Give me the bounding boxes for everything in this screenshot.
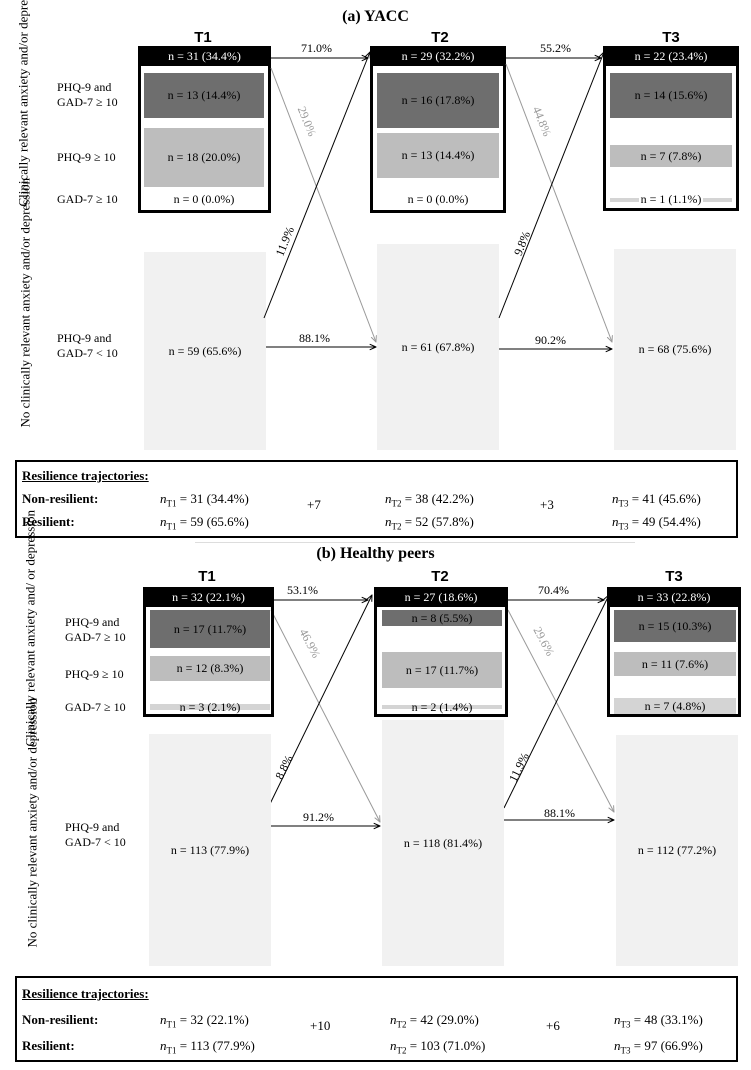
panel-separator xyxy=(195,542,635,543)
panel-a-pct-t2t3-top: 55.2% xyxy=(540,41,571,55)
panel-a-col-t2: T2 xyxy=(431,29,449,46)
panel-a-res-t3: nT3 = 49 (54.4%) xyxy=(612,514,701,532)
panel-b-t1-none-box: n = 113 (77.9%) xyxy=(149,734,271,966)
panel-a-col-t3: T3 xyxy=(662,29,680,46)
panel-a-arrow-t2t3-down xyxy=(505,63,612,342)
panel-a-t3-both-box: n = 14 (15.6%) xyxy=(610,73,732,118)
panel-b-arrow-t2t3-down xyxy=(507,609,614,812)
panel-a-t3-phq-box: n = 7 (7.8%) xyxy=(610,145,732,167)
panel-a-t2-gad-box: n = 0 (0.0%) xyxy=(407,192,469,206)
panel-a-t2-none-box: n = 61 (67.8%) xyxy=(377,244,499,450)
panel-b-t1-clinical-total: n = 32 (22.1%) xyxy=(143,587,274,607)
panel-b-t2-clinical-total: n = 27 (18.6%) xyxy=(374,587,508,607)
panel-a-delta-12: +7 xyxy=(307,497,321,512)
panel-a-res-t1: nT1 = 59 (65.6%) xyxy=(160,514,249,532)
panel-b-res-t3: nT3 = 97 (66.9%) xyxy=(614,1038,703,1056)
panel-b-resilience-title: Resilience trajectories: xyxy=(22,986,149,1001)
panel-b-row-phq-label: PHQ-9 ≥ 10 xyxy=(65,667,124,681)
panel-a-t3-clinical-total: n = 22 (23.4%) xyxy=(603,46,739,66)
panel-a-arrow-t1t2-down xyxy=(270,67,376,342)
panel-a-row-both-label: PHQ-9 and GAD-7 ≥ 10 xyxy=(57,80,118,109)
panel-b-pct-t1t2-bottom: 91.2% xyxy=(303,810,334,824)
panel-a-t2-clinical-total: n = 29 (32.2%) xyxy=(370,46,506,66)
panel-b-t2-none-box: n = 118 (81.4%) xyxy=(382,720,504,966)
panel-b-t2-phq-box: n = 17 (11.7%) xyxy=(382,652,502,688)
panel-a-t1-gad-box: n = 0 (0.0%) xyxy=(173,192,235,206)
panel-b-delta-23: +6 xyxy=(546,1018,560,1033)
panel-b-pct-t1t2-top: 53.1% xyxy=(287,583,318,597)
panel-b-t3-both-box: n = 15 (10.3%) xyxy=(614,610,736,642)
panel-b-row-both-label: PHQ-9 and GAD-7 ≥ 10 xyxy=(65,615,126,644)
panel-b-t3-gad-box: n = 7 (4.8%) xyxy=(614,698,736,714)
panel-b-pct-t2t3-top: 70.4% xyxy=(538,583,569,597)
panel-b-res-t1: nT1 = 113 (77.9%) xyxy=(160,1038,255,1056)
panel-b-t3-clinical-total: n = 33 (22.8%) xyxy=(607,587,741,607)
panel-a-nonres-t3: nT3 = 41 (45.6%) xyxy=(612,491,701,509)
panel-a-resilience-box xyxy=(15,460,738,538)
panel-b-row-none-label: PHQ-9 and GAD-7 < 10 xyxy=(65,820,126,849)
panel-b-arrow-t1t2-down xyxy=(270,609,380,822)
panel-b-pct-t2t3-bottom: 88.1% xyxy=(544,806,575,820)
panel-b-t1-phq-box: n = 12 (8.3%) xyxy=(150,656,270,681)
panel-a-t1-none-box: n = 59 (65.6%) xyxy=(144,252,266,450)
panel-a-t2-both-box: n = 16 (17.8%) xyxy=(377,73,499,128)
panel-b-t1-both-box: n = 17 (11.7%) xyxy=(150,610,270,648)
panel-a-t3-gad-value: n = 1 (1.1%) xyxy=(638,192,704,207)
panel-a-col-t1: T1 xyxy=(194,29,212,46)
panel-a-pct-t2t3-bottom: 90.2% xyxy=(535,333,566,347)
panel-a-title: (a) YACC xyxy=(342,8,409,25)
panel-a-nonresilient-label: Non-resilient: xyxy=(22,491,99,506)
panel-b-resilient-label: Resilient: xyxy=(22,1038,75,1053)
panel-a-t1-phq-box: n = 18 (20.0%) xyxy=(144,128,264,187)
panel-b-t1-gad-value: n = 3 (2.1%) xyxy=(179,699,241,714)
panel-a-t2-phq-box: n = 13 (14.4%) xyxy=(377,133,499,178)
panel-b-t1-gad-box: n = 3 (2.1%) xyxy=(150,699,270,714)
panel-b-t2-gad-bar xyxy=(382,705,502,709)
panel-a-nonres-t1: nT1 = 31 (34.4%) xyxy=(160,491,249,509)
panel-b-t2-gad-box: n = 2 (1.4%) xyxy=(382,699,502,714)
panel-a-t3-none-box: n = 68 (75.6%) xyxy=(614,249,736,450)
panel-b-col-t2: T2 xyxy=(431,568,449,585)
panel-b-arrow-t2t3-up xyxy=(503,595,609,809)
panel-a-t1-both-box: n = 13 (14.4%) xyxy=(144,73,264,118)
panel-b-group-none: No clinically relevant anxiety and/or de… xyxy=(24,698,40,948)
panel-a-pct-t1t2-bottom: 88.1% xyxy=(299,331,330,345)
panel-b-nonresilient-label: Non-resilient: xyxy=(22,1012,99,1027)
panel-b-t2-gad-value: n = 2 (1.4%) xyxy=(411,699,473,714)
panel-a-nonres-t2: nT2 = 38 (42.2%) xyxy=(385,491,474,509)
panel-b-row-gad-label: GAD-7 ≥ 10 xyxy=(65,700,126,714)
panel-a-pct-t1t2-top: 71.0% xyxy=(301,41,332,55)
panel-b-col-t3: T3 xyxy=(665,568,683,585)
panel-b-title: (b) Healthy peers xyxy=(316,545,435,562)
panel-a-resilience-title: Resilience trajectories: xyxy=(22,468,149,483)
panel-b-t3-none-box: n = 112 (77.2%) xyxy=(616,735,738,966)
panel-b-nonres-t3: nT3 = 48 (33.1%) xyxy=(614,1012,703,1030)
panel-a-arrow-t2t3-up xyxy=(498,52,604,319)
panel-a-t3-gad-box: n = 1 (1.1%) xyxy=(610,192,732,207)
panel-a-res-t2: nT2 = 52 (57.8%) xyxy=(385,514,474,532)
panel-a-resilient-label: Resilient: xyxy=(22,514,75,529)
panel-a-row-phq-label: PHQ-9 ≥ 10 xyxy=(57,150,116,164)
panel-b-resilience-box xyxy=(15,976,738,1062)
panel-a-t1-clinical-total: n = 31 (34.4%) xyxy=(138,46,271,66)
panel-b-arrow-t1t2-up xyxy=(267,595,372,809)
panel-b-delta-12: +10 xyxy=(310,1018,331,1033)
panel-a-arrow-t1t2-up xyxy=(263,52,370,319)
panel-a-delta-23: +3 xyxy=(540,497,554,512)
panel-b-t1-gad-bar xyxy=(150,704,270,710)
panel-b-t2-both-box: n = 8 (5.5%) xyxy=(382,610,502,626)
panel-b-nonres-t2: nT2 = 42 (29.0%) xyxy=(390,1012,479,1030)
panel-b-col-t1: T1 xyxy=(198,568,216,585)
panel-a-row-gad-label: GAD-7 ≥ 10 xyxy=(57,192,118,206)
panel-b-nonres-t1: nT1 = 32 (22.1%) xyxy=(160,1012,249,1030)
panel-b-t3-phq-box: n = 11 (7.6%) xyxy=(614,652,736,676)
panel-a-row-none-label: PHQ-9 and GAD-7 < 10 xyxy=(57,331,118,360)
panel-b-res-t2: nT2 = 103 (71.0%) xyxy=(390,1038,486,1056)
